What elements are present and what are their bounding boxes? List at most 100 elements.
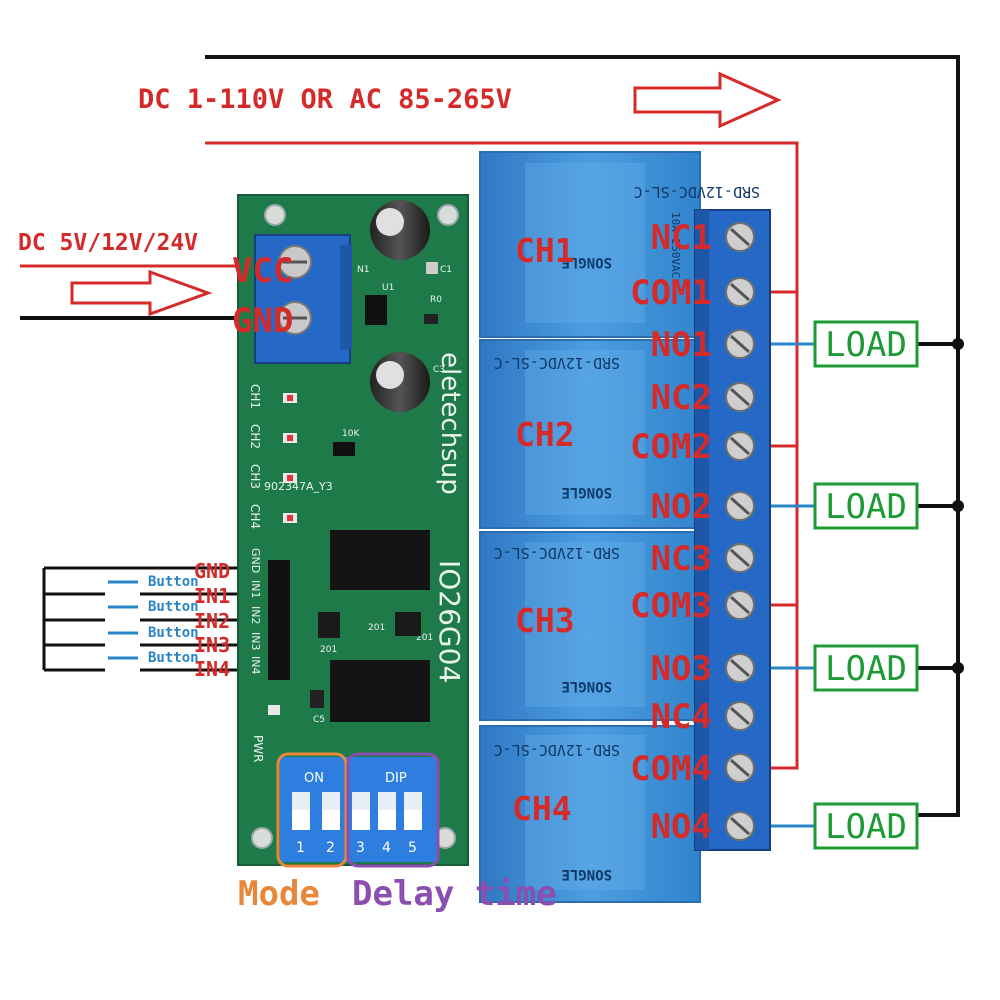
terminal-label: NC4: [651, 697, 712, 737]
part-label: 201: [368, 623, 385, 633]
channel-label: CH3: [515, 601, 575, 640]
channel-leds: CH1 CH2 CH3 CH4: [248, 384, 297, 529]
screw-slot: [730, 595, 750, 615]
relay-brand: SONGLE: [561, 484, 612, 500]
flow-arrow-icon: [70, 269, 213, 317]
relay-ch4: SRD-12VDC-SL-C SONGLE: [479, 725, 701, 903]
led-label: CH2: [248, 424, 262, 449]
terminal-label: NO4: [651, 807, 712, 847]
part-label: C5: [313, 715, 325, 725]
input-header: GND IN1 IN2 IN3 IN4: [249, 548, 290, 680]
part-label: C1: [440, 265, 452, 275]
switch-number: 5: [408, 840, 417, 856]
button-label: Button: [148, 574, 199, 590]
delay-time-label: Delay time: [352, 874, 557, 914]
screw-slot: [730, 658, 750, 678]
relay-model: SRD-12VDC-SL-C: [634, 183, 760, 201]
button-label: Button: [148, 650, 199, 666]
load-box: [813, 802, 919, 850]
ic-chips: [318, 530, 430, 722]
terminal-label: COM1: [630, 273, 712, 313]
switch-number: 4: [382, 840, 391, 856]
terminal-label: NC3: [651, 539, 712, 579]
switch-number: 2: [326, 840, 335, 856]
relay-ch1: SRD-12VDC-SL-C 10A 250VAC SONGLE: [479, 151, 760, 338]
relay-model: SRD-12VDC-SL-C: [494, 741, 620, 759]
load-supply-label: DC 1-110V OR AC 85-265V: [138, 84, 512, 115]
terminal-label: COM4: [630, 749, 712, 789]
part-label: 201: [416, 633, 433, 643]
header-pin-label: IN4: [249, 656, 262, 674]
mode-outline: [276, 752, 348, 868]
terminal-label: COM3: [630, 586, 712, 626]
screw-slot: [730, 387, 750, 407]
board-supply-label: DC 5V/12V/24V: [18, 230, 198, 256]
relay-model: SRD-12VDC-SL-C: [494, 544, 620, 562]
channel-label: CH2: [515, 415, 575, 454]
terminal-label: NC2: [651, 378, 712, 418]
channel-label: CH4: [512, 789, 572, 828]
part-label: C3: [433, 365, 445, 375]
header-pin-label: IN3: [249, 632, 262, 650]
terminal-label: NO1: [651, 325, 712, 365]
screw-slot: [730, 334, 750, 354]
switch-number: 1: [296, 840, 305, 856]
screw-slot: [730, 496, 750, 516]
flow-arrow-icon: [633, 71, 782, 129]
load-box: [813, 482, 919, 530]
model-label: IO26G04: [433, 560, 466, 683]
output-terminal-strip: [694, 209, 771, 851]
junction-dot: [952, 662, 964, 674]
regulator: [365, 295, 387, 325]
vcc-label: VCC: [232, 251, 293, 291]
relay-rating: 10A 250VAC: [669, 212, 682, 278]
terminal-label: NC1: [651, 218, 712, 258]
capacitor: [370, 200, 430, 412]
relay-brand: SONGLE: [561, 678, 612, 694]
load-box: [813, 320, 919, 368]
load-label: LOAD: [825, 487, 907, 527]
power-terminal-block[interactable]: [254, 234, 352, 364]
neutral-wire: [205, 55, 960, 817]
switch-number: 3: [356, 840, 365, 856]
switch-on-label: ON: [304, 771, 324, 786]
terminal-label: COM2: [630, 427, 712, 467]
part-label: 201: [320, 645, 337, 655]
relay-model: SRD-12VDC-SL-C: [494, 354, 620, 372]
screw-slot: [730, 282, 750, 302]
brand-label: eletechsup: [435, 352, 465, 495]
pcb-code: 902347A_Y3: [264, 480, 333, 493]
screw-slot: [730, 227, 750, 247]
button-label: Button: [148, 625, 199, 641]
screw-slot: [730, 436, 750, 456]
input-label: IN2: [194, 609, 230, 633]
dip-switch[interactable]: ON DIP 1 2 3 4 5: [280, 757, 438, 862]
load-label: LOAD: [825, 649, 907, 689]
relay-board: N1 C1 U1 R0 C3 C5 201 201 201 10K 902347…: [237, 194, 469, 868]
button-label: Button: [148, 599, 199, 615]
led-label: CH3: [248, 464, 262, 489]
terminal-label: NO2: [651, 487, 712, 527]
part-label: N1: [357, 265, 369, 275]
gnd-label: GND: [232, 301, 293, 341]
relay-brand: SONGLE: [561, 254, 612, 270]
input-buttons-wiring: [42, 566, 240, 672]
led-label: CH1: [248, 384, 262, 409]
header-pin-label: IN2: [249, 606, 262, 624]
part-label: R0: [430, 295, 442, 305]
switch-dip-label: DIP: [385, 771, 407, 786]
terminal-label: NO3: [651, 649, 712, 689]
relay-brand: SONGLE: [561, 866, 612, 882]
load-label: LOAD: [825, 807, 907, 847]
led-label: CH4: [248, 504, 262, 529]
screw-slot: [730, 816, 750, 836]
header-pin-label: IN1: [249, 580, 262, 598]
junction-dot: [952, 338, 964, 350]
mode-label: Mode: [238, 874, 320, 914]
input-label: IN1: [194, 584, 230, 608]
